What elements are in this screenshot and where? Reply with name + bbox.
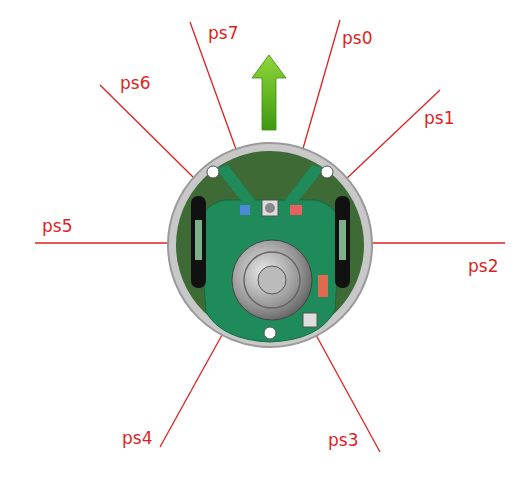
wheel-slot <box>191 196 206 288</box>
mount-hole <box>321 166 333 178</box>
sensor-label: ps6 <box>120 75 150 92</box>
mount-hole <box>264 327 276 339</box>
sensor-label: ps7 <box>208 25 238 42</box>
sensor-label: ps2 <box>468 258 498 275</box>
direction-arrow <box>252 55 286 130</box>
sensor-ray <box>302 20 340 152</box>
extension-board <box>200 200 340 342</box>
sensor-ray <box>316 335 380 452</box>
mount-hole <box>207 166 219 178</box>
sensor-label: ps3 <box>328 432 358 449</box>
led <box>240 205 250 215</box>
speaker-ring <box>244 252 300 308</box>
sensor-ray <box>372 242 505 243</box>
sensor-ray <box>345 90 440 180</box>
robot-board <box>176 151 364 339</box>
robot-rim <box>168 143 372 347</box>
sensor-rays <box>35 20 505 452</box>
connector <box>318 275 328 297</box>
sensor-label: ps1 <box>424 110 454 127</box>
reset-button <box>303 313 317 327</box>
board-arm <box>215 165 255 205</box>
speaker-center <box>258 266 286 294</box>
sensor-label: ps5 <box>42 218 72 235</box>
connector <box>290 205 302 215</box>
wheel-slot <box>339 220 346 260</box>
sensor-ray <box>160 335 222 447</box>
wheel-slot <box>195 220 202 260</box>
sensor-label: ps0 <box>342 30 372 47</box>
sensor-label: ps4 <box>122 430 152 447</box>
sensor-ray <box>35 242 168 243</box>
speaker <box>232 240 312 320</box>
board-arm <box>285 165 325 205</box>
wheel-slot <box>335 196 350 288</box>
sensor-ray <box>100 85 196 180</box>
selector-switch <box>265 203 275 213</box>
selector-switch <box>262 200 278 216</box>
